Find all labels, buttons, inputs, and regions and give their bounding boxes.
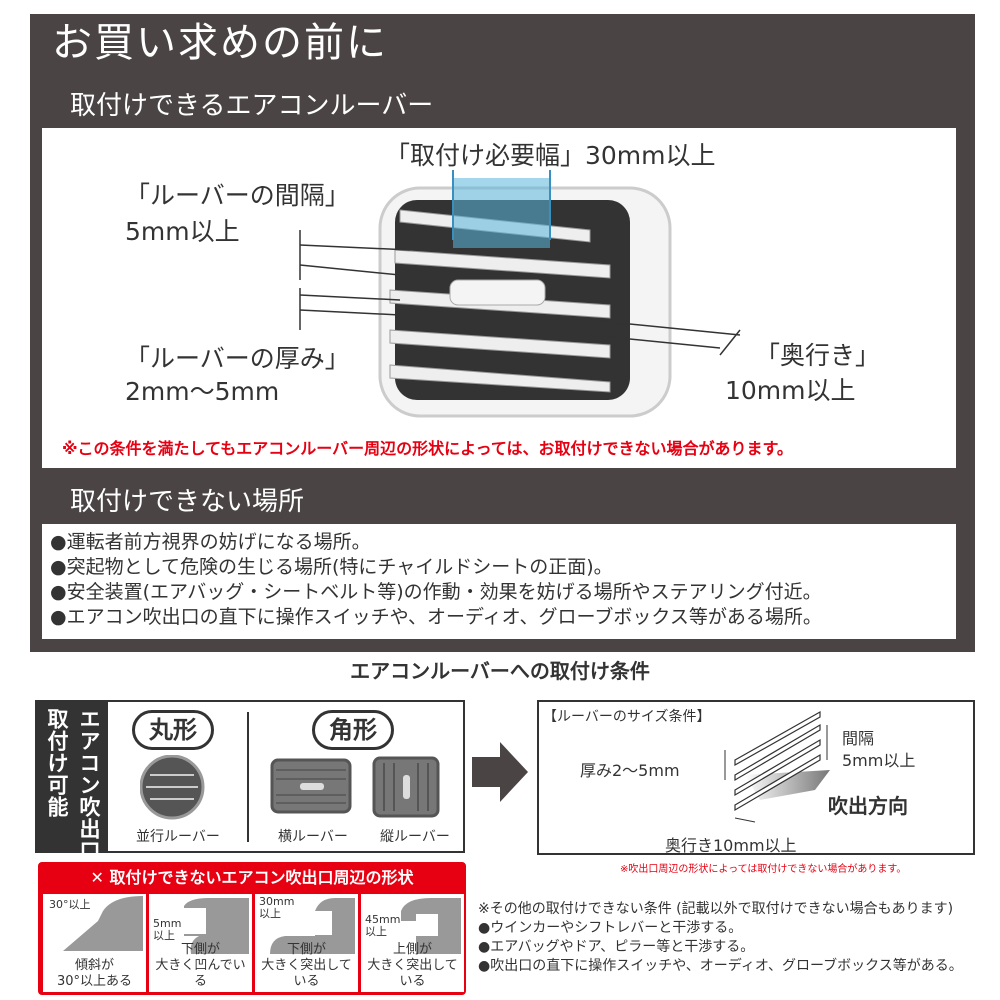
x-icon: ✕ <box>90 868 110 887</box>
gap-label: 「ルーバーの間隔」 <box>125 181 350 210</box>
bad-shapes-heading: 取付けできないエアコン吹出口周辺の形状 <box>109 868 414 887</box>
size-note: ※吹出口周辺の形状によっては取付けできない場合があります。 <box>620 864 907 875</box>
depth-label: 奥行き10mm以上 <box>665 836 797 855</box>
list-item: ●安全装置(エアバッグ・シートベルト等)の作動・効果を妨げる場所やステアリング付… <box>50 581 822 603</box>
gap-label: 間隔 <box>842 729 875 748</box>
list-item: ●エアバッグやドア、ピラー等と干渉する。 <box>478 939 755 955</box>
list-item: ●吹出口の直下に操作スイッチや、オーディオ、グローブボックス等がある。 <box>478 958 963 974</box>
horizontal-louver-label: 横ルーバー <box>278 829 348 845</box>
bad-shape-protruding-bottom: 30mm 以上 下側が大きく突出している <box>255 894 358 992</box>
parallel-louver-label: 並行ルーバー <box>136 829 220 845</box>
bad-shape-protruding-top: 45mm 以上 上側が大きく突出している <box>361 894 464 992</box>
louver-diagram <box>299 170 741 418</box>
section-heading: 取付けできるエアコンルーバー <box>42 84 956 128</box>
depth-value: 10mm以上 <box>725 376 856 405</box>
required-width-label: 「取付け必要幅」30mm以上 <box>385 141 716 170</box>
depth-label: 「奥行き」 <box>755 341 881 370</box>
other-conditions: ※その他の取付けできない条件 (記載以外で取付けできない場合もあります) ●ウイ… <box>478 900 963 976</box>
list-item: ●エアコン吹出口の直下に操作スイッチや、オーディオ、グローブボックス等がある場所… <box>50 606 822 628</box>
page-title: お買い求めの前に <box>52 20 388 66</box>
thickness-label: 「ルーバーの厚み」 <box>125 344 350 373</box>
divider <box>247 712 249 842</box>
required-width-highlight <box>453 178 550 248</box>
other-conditions-heading: ※その他の取付けできない条件 (記載以外で取付けできない場合もあります) <box>478 901 954 917</box>
round-label: 丸形 <box>132 710 214 750</box>
list-item: ●突起物として危険の生じる場所(特にチャイルドシートの正面)。 <box>50 556 613 578</box>
installable-band <box>35 700 108 853</box>
thickness-value: 2mm〜5mm <box>125 377 280 406</box>
band-label-installable: 取付け可能 <box>45 708 69 818</box>
blow-direction-arrow <box>745 770 830 800</box>
gap-value: 5mm以上 <box>125 217 240 246</box>
louver-slats-diagram <box>724 710 830 823</box>
vertical-louver-label: 縦ルーバー <box>380 829 450 845</box>
section-heading: 取付けできない場所 <box>42 480 956 524</box>
installable-note: ※この条件を満たしてもエアコンルーバー周辺の形状によっては、お取付けできない場合… <box>62 439 793 458</box>
blow-direction-label: 吹出方向 <box>828 794 908 818</box>
conditions-caption: エアコンルーバーへの取付け条件 <box>350 659 650 683</box>
list-item: ●運転者前方視界の妨げになる場所。 <box>50 531 371 553</box>
not-installable-section: 取付けできない場所 ●運転者前方視界の妨げになる場所。 ●突起物として危険の生じ… <box>40 478 958 641</box>
square-label: 角形 <box>312 710 394 750</box>
thickness-label: 厚み2〜5mm <box>580 761 680 780</box>
bad-shape-recessed-bottom: 5mm 以上 下側が大きく凹んでいる <box>149 894 252 992</box>
arrow-right-icon <box>472 742 528 802</box>
band-label-vents: エアコン吹出口 <box>77 708 101 862</box>
size-conditions-heading: 【ルーバーのサイズ条件】 <box>543 709 711 725</box>
list-item: ●ウインカーやシフトレバーと干渉する。 <box>478 920 743 936</box>
vent-icons <box>140 755 440 820</box>
gap-value: 5mm以上 <box>842 751 916 770</box>
